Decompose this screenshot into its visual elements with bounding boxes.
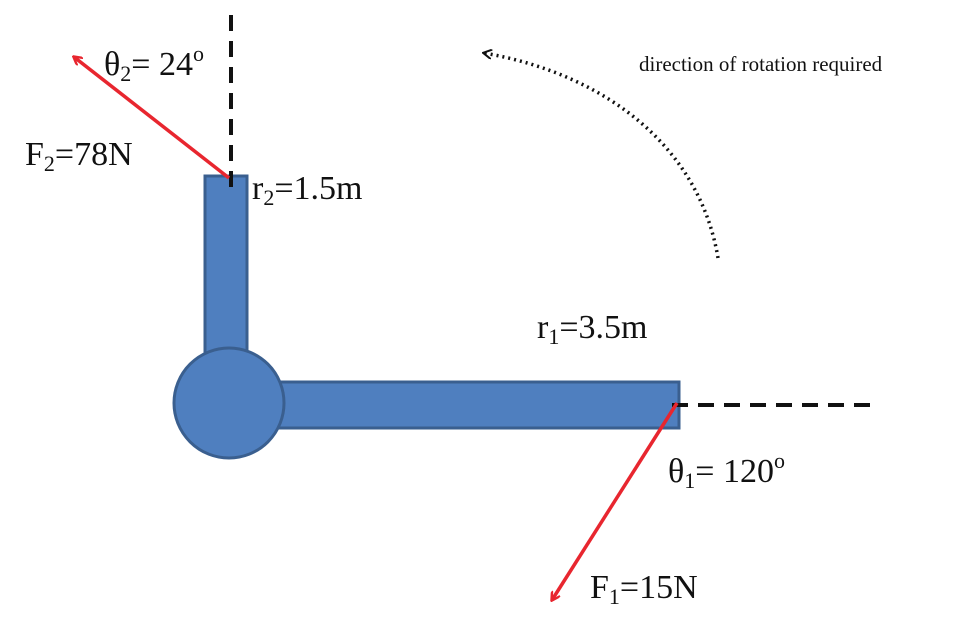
r2-label: r2=1.5m [252,170,363,210]
theta2-label: θ2= 24o [104,41,204,86]
vertical-arm [203,174,249,378]
f1-label: F1=15N [590,569,698,609]
theta1-label: θ1= 120o [668,448,785,493]
f2-label: F2=78N [25,136,133,176]
pivot-circle [172,346,286,460]
rotation-direction-note: direction of rotation required [639,52,883,76]
force-f2-arrow [74,57,231,180]
force-f1-arrow [552,402,679,600]
r1-label: r1=3.5m [537,309,648,349]
rotation-direction-arrow [484,53,720,259]
horizontal-arm [263,380,681,430]
